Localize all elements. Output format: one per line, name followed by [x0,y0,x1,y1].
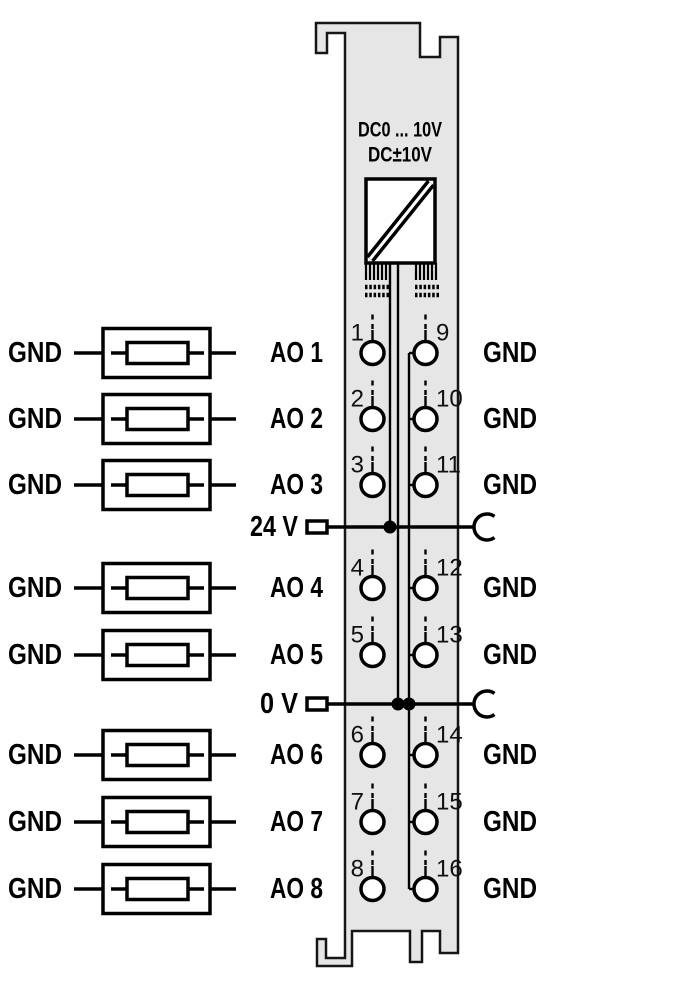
filter-icon [72,795,238,849]
terminal-number-left: 3 [351,452,364,479]
gnd-left-label: GND [8,572,62,604]
terminal-number-right: 16 [436,856,463,883]
filter-icon [72,392,238,446]
supply-rail-24v [305,512,496,542]
output-label: AO 3 [270,469,323,501]
channel-row-1: GND AO 1 1 9 GND [8,309,537,380]
gnd-left-label: GND [8,639,62,671]
gnd-left-label: GND [8,469,62,501]
junction-dot-gnd-bus [402,697,416,711]
terminal-number-left: 5 [351,622,364,649]
terminal-number-right: 15 [436,789,463,816]
output-label: AO 5 [270,639,323,671]
gnd-right-label: GND [483,337,537,369]
gnd-left-label: GND [8,337,62,369]
channel-row-5: GND AO 5 5 13 GND [8,611,537,682]
channel-row-7: GND AO 7 7 15 GND [8,778,537,849]
output-label: AO 2 [270,403,323,435]
gnd-right-label: GND [483,469,537,501]
filter-icon [72,628,238,682]
output-label: AO 6 [270,739,323,771]
channel-row-8: GND AO 8 8 16 GND [8,845,537,916]
terminal-number-right: 11 [436,452,461,479]
kbus-comb-icon [364,263,439,298]
channel-row-3: GND AO 3 3 11 GND [8,441,537,512]
output-label: AO 1 [270,337,323,369]
ground-connector-icon [305,696,329,712]
filter-icon [72,862,238,916]
gnd-right-label: GND [483,403,537,435]
terminal-number-right: 9 [436,320,449,347]
ground-voltage-label: 0 V [260,688,299,720]
terminal-number-right: 12 [436,555,463,582]
junction-dot-24v [383,520,397,534]
terminal-number-right: 14 [436,722,463,749]
terminal-number-right: 10 [436,386,463,413]
terminal-number-left: 4 [351,555,364,582]
gnd-right-label: GND [483,739,537,771]
terminal-number-left: 8 [351,856,364,883]
output-label: AO 8 [270,873,323,905]
gnd-right-label: GND [483,639,537,671]
gnd-left-label: GND [8,403,62,435]
module-voltage-range-line2: DC±10V [368,144,432,167]
filter-icon [72,458,238,512]
gnd-right-label: GND [483,873,537,905]
gnd-right-label: GND [483,572,537,604]
power-jumper-contact-icon [472,689,496,719]
terminal-number-left: 7 [351,789,364,816]
gnd-left-label: GND [8,739,62,771]
dac-converter-icon [364,177,437,265]
output-label: AO 7 [270,806,323,838]
terminal-number-right: 13 [436,622,463,649]
channel-row-4: GND AO 4 4 12 GND [8,544,537,615]
channel-row-6: GND AO 6 6 14 GND [8,711,537,782]
supply-connector-icon [305,519,329,535]
junction-dot-0v [391,697,405,711]
gnd-left-label: GND [8,806,62,838]
output-label: AO 4 [270,572,323,604]
filter-icon [72,561,238,615]
terminal-number-left: 6 [351,722,364,749]
gnd-left-label: GND [8,873,62,905]
supply-voltage-label: 24 V [250,511,299,543]
terminal-number-left: 1 [351,320,364,347]
filter-icon [72,326,238,380]
channel-row-2: GND AO 2 2 10 GND [8,375,537,446]
power-jumper-contact-icon [472,512,496,542]
module-voltage-range-line1: DC0 ... 10V [358,119,442,142]
internal-wiring [383,263,416,889]
filter-icon [72,728,238,782]
gnd-right-label: GND [483,806,537,838]
terminal-number-left: 2 [351,386,364,413]
